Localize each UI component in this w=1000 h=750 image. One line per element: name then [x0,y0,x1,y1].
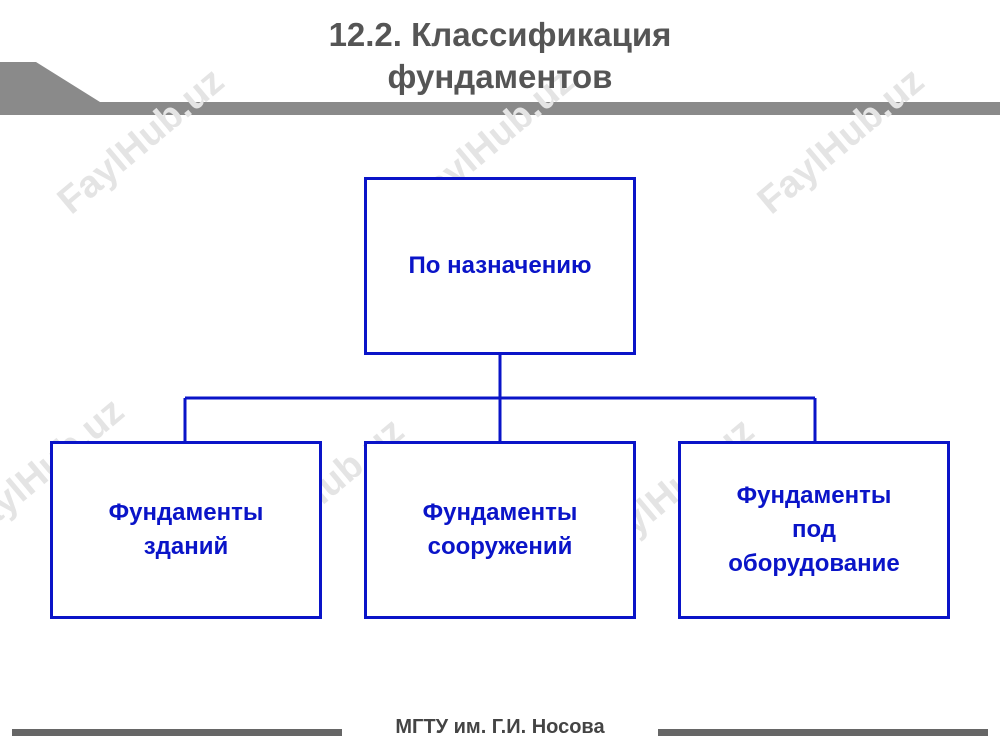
diagram-node-structures: Фундаменты сооружений [364,441,636,619]
diagram-node-equipment: Фундаменты под оборудование [678,441,950,619]
diagram-node-label-line: сооружений [427,533,573,560]
page-title: 12.2. Классификация фундаментов [0,14,1000,98]
diagram-node-root: По назначению [364,177,636,355]
footer-bar-left [12,729,342,736]
diagram-node-label-line: Фундаменты [422,499,578,526]
diagram-node-label-line: под [791,516,837,543]
diagram-node-label-line: зданий [143,533,229,560]
footer-bar-right [658,729,988,736]
header-band [0,62,1000,115]
diagram-node-label-line: Фундаменты [108,499,264,526]
diagram-node-buildings: Фундаменты зданий [50,441,322,619]
footer-text: МГТУ им. Г.И. Носова [395,716,605,738]
diagram-node-label-line: Фундаменты [736,482,892,509]
diagram-node-root-label: По назначению [408,252,592,279]
page-title-line-2: фундаментов [387,58,613,95]
diagram-node-label-line: оборудование [728,550,900,577]
page-title-line-1: 12.2. Классификация [328,16,672,53]
